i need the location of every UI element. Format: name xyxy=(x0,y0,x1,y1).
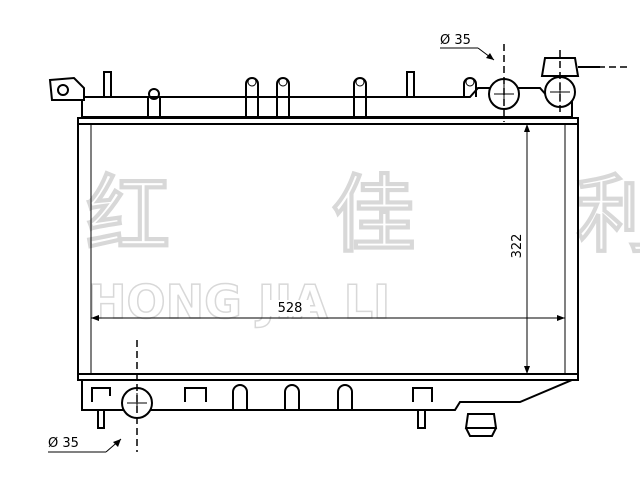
top-stud-1 xyxy=(103,71,112,97)
bottom-peg-left xyxy=(97,410,105,429)
bottom-tab-2 xyxy=(184,387,207,402)
bottom-tank xyxy=(81,340,573,452)
bottom-pipe-label: Ø 35 xyxy=(48,436,79,451)
top-pipe-label: Ø 35 xyxy=(440,33,471,48)
bottom-tab-3 xyxy=(412,387,433,402)
watermark: 红 佳 利 HONG JIA LI xyxy=(85,165,640,330)
width-label: 528 xyxy=(278,301,303,316)
bottom-slot-3 xyxy=(337,384,353,410)
bottom-slot-2 xyxy=(284,384,300,410)
bottom-peg-right xyxy=(417,410,426,429)
watermark-latin: HONG JIA LI xyxy=(88,275,390,329)
drain-plug xyxy=(464,413,498,429)
dimension-width: 528 xyxy=(91,300,565,321)
height-label: 322 xyxy=(510,234,525,259)
bottom-tab-1 xyxy=(91,387,111,402)
bottom-slot-1 xyxy=(232,384,248,410)
left-mount-hole xyxy=(57,84,69,96)
top-pin-1 xyxy=(148,88,160,100)
top-stud-5 xyxy=(406,71,415,97)
callout-top-pipe: Ø 35 xyxy=(440,33,495,61)
watermark-chinese: 红 佳 利 xyxy=(86,166,640,264)
callout-bottom-pipe: Ø 35 xyxy=(48,436,122,453)
top-tank xyxy=(48,44,630,122)
dimension-height: 322 xyxy=(510,124,530,374)
